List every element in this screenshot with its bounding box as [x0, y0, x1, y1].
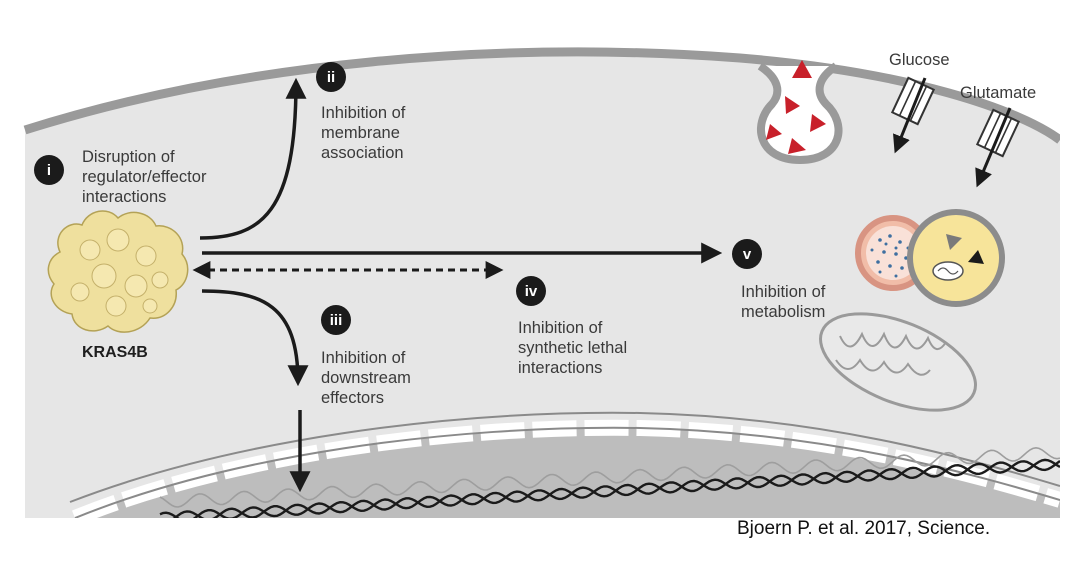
- arrow-to-effectors: [201, 289, 309, 387]
- glucose-transporter: [890, 76, 936, 154]
- label-disruption: Disruption of regulator/effector interac…: [82, 148, 207, 206]
- lysosome: [907, 209, 1005, 307]
- mitochondrion: [819, 312, 977, 412]
- kras4b-protein: [47, 210, 189, 333]
- dna-strand-faint: [159, 446, 1060, 508]
- vesicle-triangle: [785, 96, 800, 114]
- badge-iii: iii: [321, 305, 351, 335]
- glutamate-transporter: [975, 107, 1021, 188]
- vesicle-triangle: [766, 124, 782, 140]
- vesicle-triangle: [810, 114, 826, 132]
- citation-caption: Bjoern P. et al. 2017, Science.: [737, 518, 991, 539]
- glucose-label: Glucose: [889, 51, 950, 69]
- label-effectors: Inhibition of downstream effectors: [321, 349, 411, 407]
- endocytic-vesicle: [756, 60, 843, 165]
- plasma-membrane: [23, 47, 1060, 144]
- glutamate-label: Glutamate: [960, 84, 1037, 102]
- badge-i: i: [34, 155, 64, 185]
- dna-strand: [159, 458, 1060, 518]
- badge-v: v: [732, 239, 762, 269]
- label-membrane: Inhibition of membrane association: [321, 104, 406, 162]
- dna-strand: [172, 460, 1060, 518]
- label-synthetic-lethal: Inhibition of synthetic lethal interacti…: [518, 319, 628, 377]
- badge-iv: iv: [516, 276, 546, 306]
- protein-label: KRAS4B: [82, 344, 148, 361]
- arrow-to-membrane: [199, 77, 307, 240]
- vesicle-triangle: [788, 138, 806, 154]
- label-metabolism: Inhibition of metabolism: [741, 283, 826, 321]
- badge-ii: ii: [316, 62, 346, 92]
- vesicle-triangle: [792, 60, 812, 78]
